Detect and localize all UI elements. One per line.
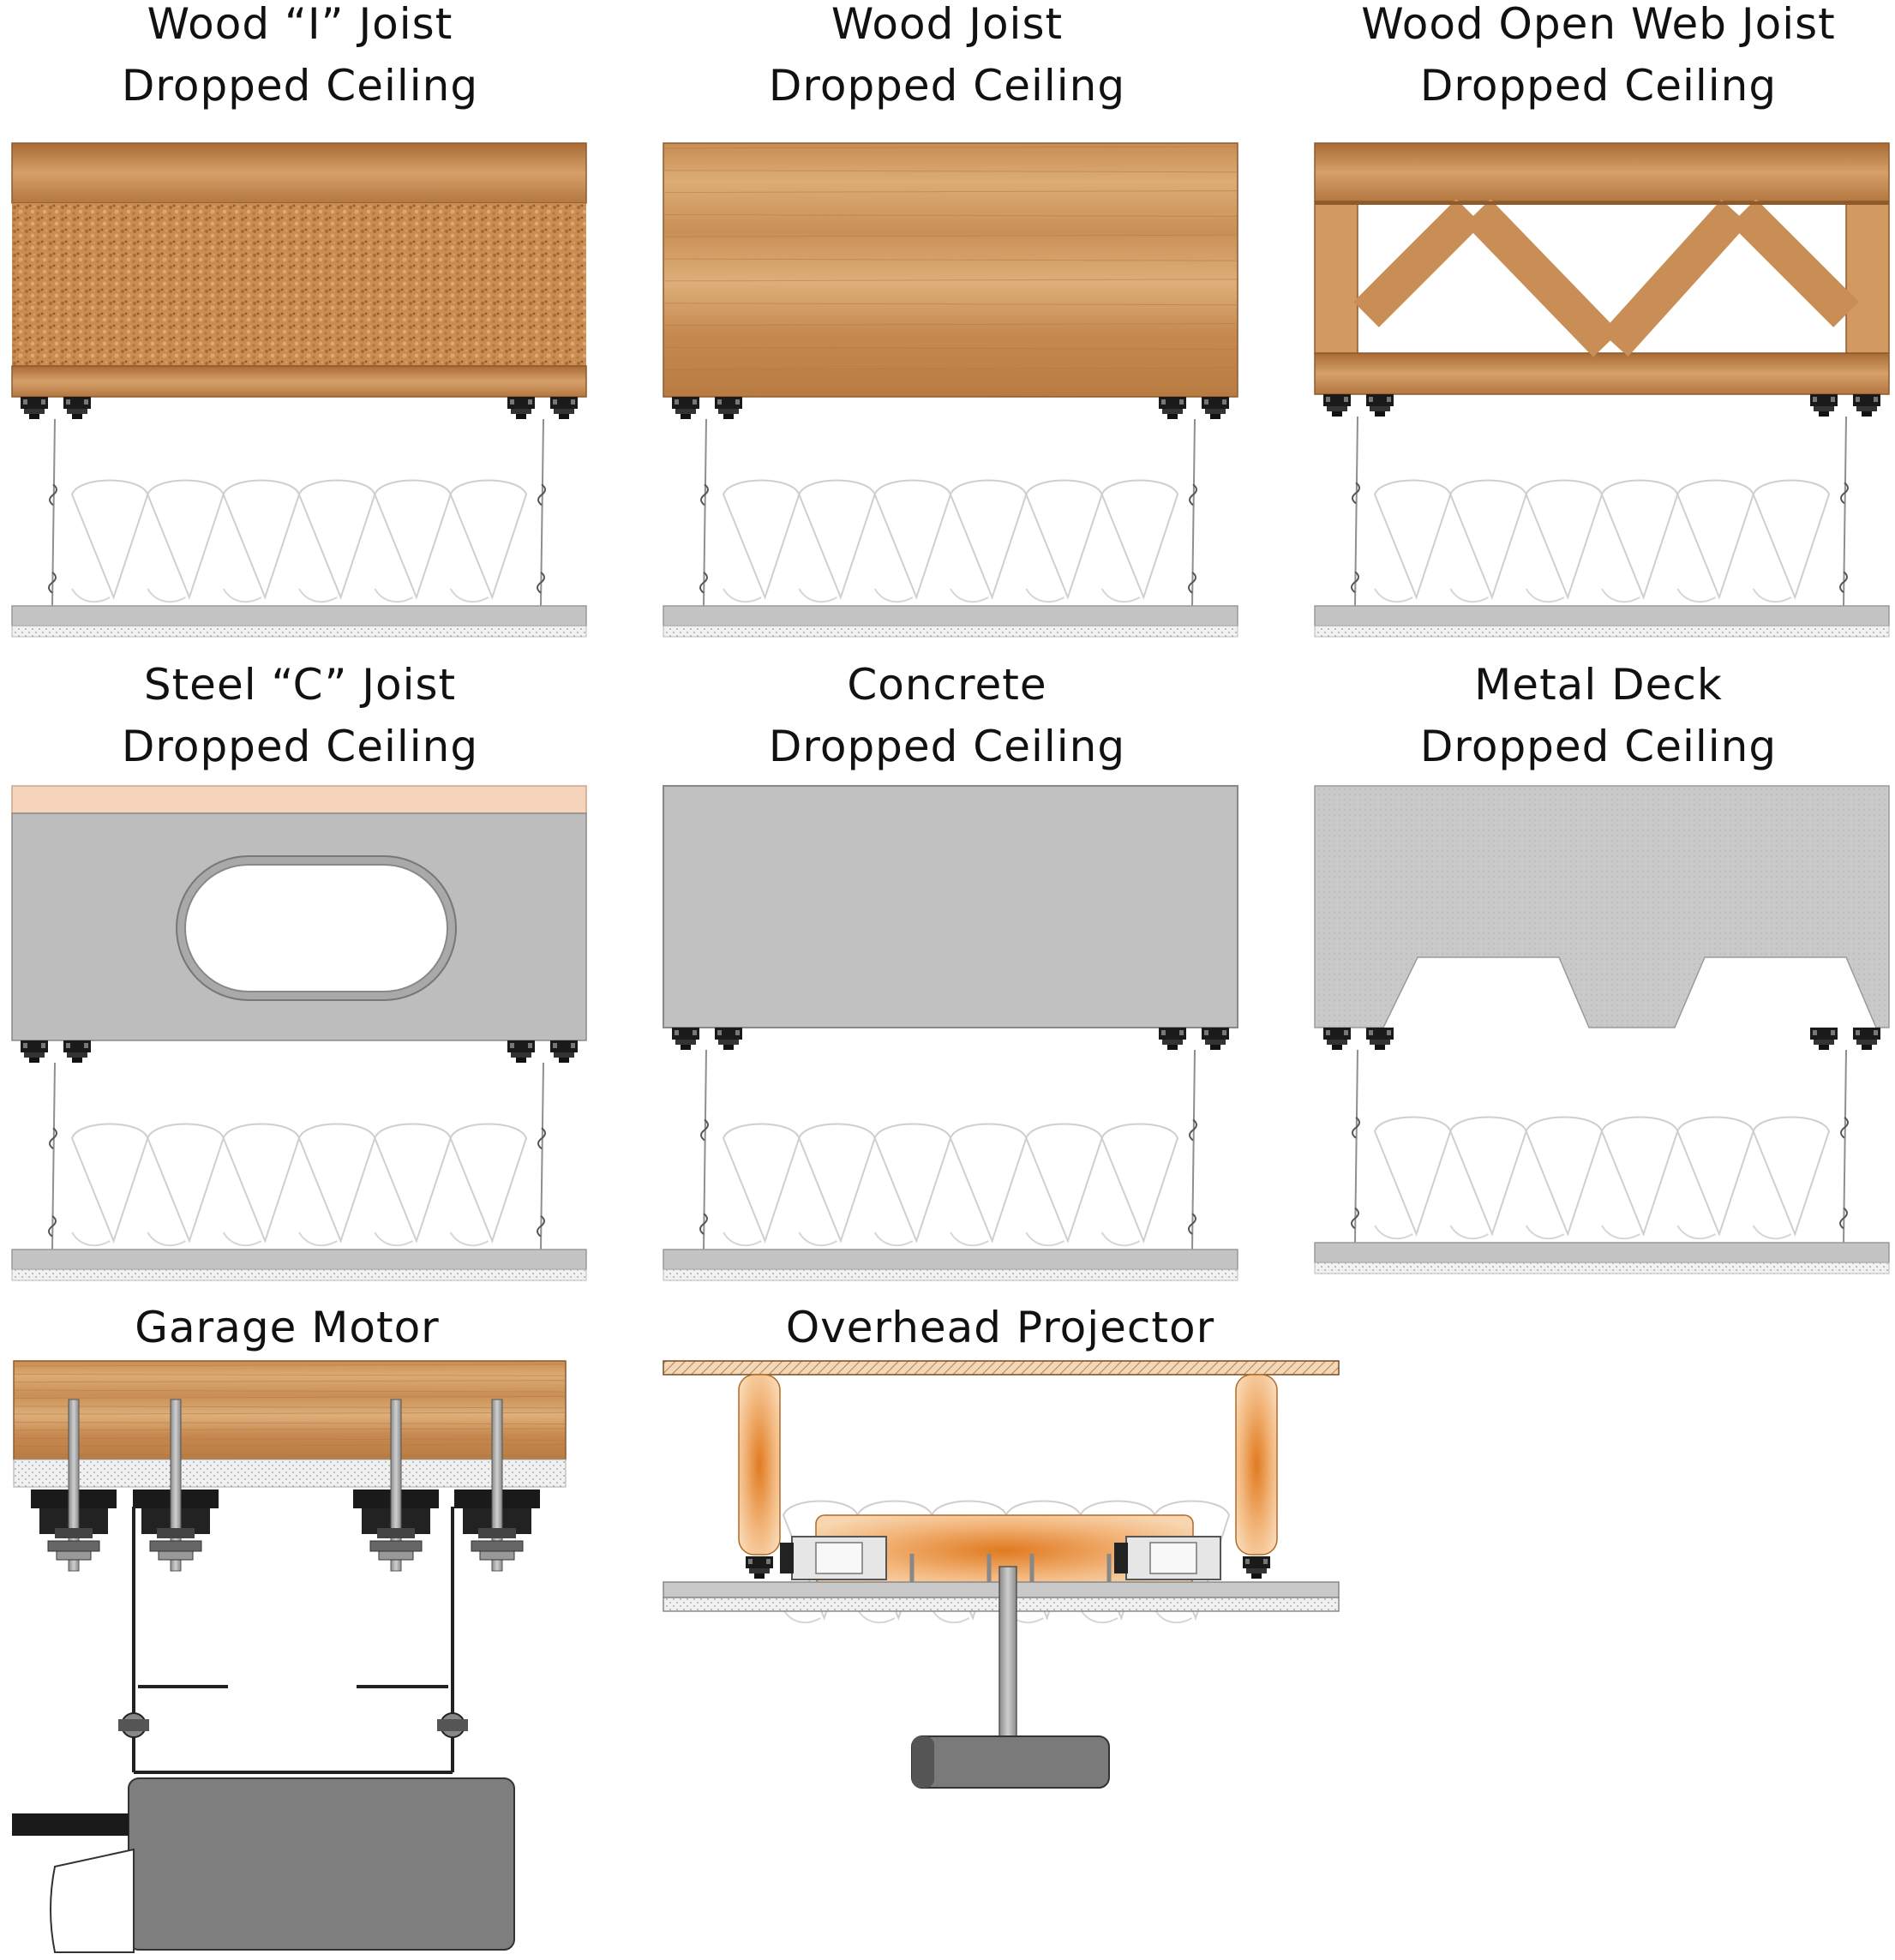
motor-shaft [12, 1813, 129, 1836]
title-line1: Overhead Projector [785, 1303, 1215, 1352]
insulation-batt [1373, 1116, 1831, 1240]
insulation-batt [1373, 479, 1831, 603]
title-line1: Garage Motor [135, 1303, 440, 1352]
title-wood-i-joist: Wood “I” Joist Dropped Ceiling [0, 0, 600, 117]
panel-steel-c-joist [11, 785, 587, 1281]
ceiling-clip [550, 397, 578, 419]
title-line1: Wood Joist [831, 0, 1064, 49]
title-line1: Wood “I” Joist [147, 0, 453, 49]
hanger-wire [1351, 416, 1360, 607]
projector-body [911, 1735, 1110, 1789]
ceiling-clip [715, 1028, 742, 1050]
mount-bracket [133, 1399, 219, 1572]
title-line2: Dropped Ceiling [121, 61, 479, 111]
title-wood-joist: Wood Joist Dropped Ceiling [647, 0, 1247, 117]
title-overhead-projector: Overhead Projector [700, 1297, 1300, 1358]
hanger-wire [537, 418, 546, 607]
ceiling-clip [1810, 1028, 1838, 1050]
insulation-batt [70, 479, 528, 603]
ceiling-clip [1323, 394, 1351, 417]
ceiling-clip [1202, 1028, 1229, 1050]
ceiling-clip [507, 397, 535, 419]
hanger-wire [48, 1062, 57, 1250]
panel-wood-joist [663, 142, 1238, 638]
title-line2: Dropped Ceiling [768, 722, 1126, 771]
ceiling-clip [63, 397, 91, 419]
motor-end-cap [50, 1848, 135, 1953]
ceiling-panel [1314, 605, 1890, 638]
ceiling-clip [1366, 1028, 1394, 1050]
panel-wood-open-web-joist [1314, 142, 1890, 638]
ceiling-clip [1853, 394, 1880, 417]
ceiling-panel [1314, 1242, 1890, 1274]
ceiling-panel [663, 1249, 1238, 1281]
title-line1: Concrete [847, 660, 1047, 710]
title-garage-motor: Garage Motor [0, 1297, 587, 1358]
title-concrete: Concrete Dropped Ceiling [647, 654, 1247, 777]
ceiling-clip [1810, 394, 1838, 417]
projector-mount-pole [998, 1566, 1017, 1739]
title-line1: Steel “C” Joist [143, 660, 457, 710]
title-line1: Wood Open Web Joist [1361, 0, 1836, 49]
mount-bracket [454, 1399, 540, 1572]
ceiling-clip [1243, 1556, 1270, 1579]
hanger-wire [699, 418, 709, 607]
insulation-batt [722, 1123, 1179, 1247]
ceiling-clip [715, 397, 742, 419]
ceiling-clip [672, 1028, 699, 1050]
projector-lens [912, 1736, 934, 1788]
ceiling-clip [746, 1556, 773, 1579]
hanger-wire [1351, 1049, 1360, 1244]
insulation-batt [722, 479, 1179, 603]
ceiling-clip [21, 397, 48, 419]
hanger-wire [48, 418, 57, 607]
title-metal-deck: Metal Deck Dropped Ceiling [1298, 654, 1895, 777]
ceiling-clip [1366, 394, 1394, 417]
title-steel-c-joist: Steel “C” Joist Dropped Ceiling [0, 654, 600, 777]
ceiling-panel [11, 1249, 587, 1281]
ceiling-clip [1202, 397, 1229, 419]
insulation-batt [70, 1123, 528, 1247]
ceiling-clip [63, 1040, 91, 1063]
panel-garage-motor [12, 1360, 567, 1953]
hanger-wire [537, 1062, 546, 1250]
hanger-wire [1839, 1049, 1849, 1244]
title-wood-open-web-joist: Wood Open Web Joist Dropped Ceiling [1298, 0, 1895, 117]
ceiling-clip [1159, 397, 1186, 419]
hanger-wire [699, 1049, 709, 1250]
ceiling-clip [1323, 1028, 1351, 1050]
ceiling-clip [507, 1040, 535, 1063]
title-line2: Dropped Ceiling [768, 61, 1126, 111]
panel-concrete [663, 785, 1238, 1281]
panel-overhead-projector [663, 1360, 1340, 1789]
title-line1: Metal Deck [1474, 660, 1723, 710]
ceiling-panel [663, 605, 1238, 638]
panel-wood-i-joist [11, 142, 587, 638]
title-line2: Dropped Ceiling [1419, 61, 1778, 111]
ceiling-clip [1159, 1028, 1186, 1050]
hanger-wire [1839, 416, 1849, 607]
ceiling-clip [672, 397, 699, 419]
title-line2: Dropped Ceiling [121, 722, 479, 771]
mount-bracket [31, 1399, 117, 1572]
motor-body [128, 1777, 515, 1951]
junction-box [1114, 1536, 1221, 1580]
ceiling-clip [1853, 1028, 1880, 1050]
ceiling-panel [11, 605, 587, 638]
hanger-wire [1188, 1049, 1197, 1250]
hanger-wire [1188, 418, 1197, 607]
title-line2: Dropped Ceiling [1419, 722, 1778, 771]
ceiling-clip [550, 1040, 578, 1063]
junction-box [780, 1536, 887, 1580]
mount-bracket [353, 1399, 439, 1572]
panel-metal-deck [1314, 785, 1890, 1274]
ceiling-clip [21, 1040, 48, 1063]
